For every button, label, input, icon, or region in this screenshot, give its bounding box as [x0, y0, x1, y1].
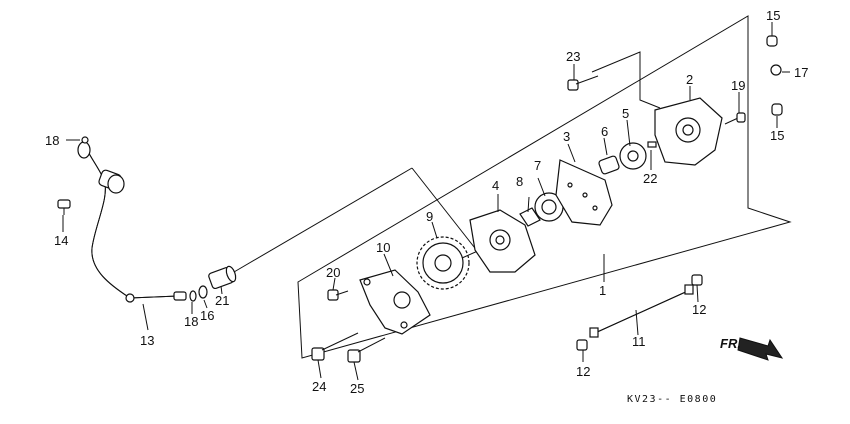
label-1: 1: [599, 283, 606, 298]
pin-22: [647, 141, 657, 148]
bolt-25: [347, 337, 386, 363]
label-18-top: 18: [45, 133, 59, 148]
label-17: 17: [794, 65, 808, 80]
label-23: 23: [566, 49, 580, 64]
bolt-24: [311, 332, 359, 361]
washer-18-bottom: [189, 290, 197, 302]
bolt-23: [567, 75, 599, 91]
leader-box-9: [411, 167, 479, 253]
diagram-code: KV23-- E0800: [627, 394, 717, 405]
label-9: 9: [426, 209, 433, 224]
front-arrow-icon: [737, 337, 784, 361]
leader-lines: [62, 22, 790, 381]
label-19: 19: [731, 78, 745, 93]
label-14: 14: [54, 233, 68, 248]
label-15-bottom: 15: [770, 128, 784, 143]
label-10: 10: [376, 240, 390, 255]
label-4: 4: [492, 178, 499, 193]
washer-18-top: [81, 136, 89, 144]
label-5: 5: [622, 106, 629, 121]
assembly-outline: [297, 15, 792, 359]
front-marker-label: FR.: [720, 336, 741, 351]
label-15-top: 15: [766, 8, 780, 23]
nut-12-top: [691, 274, 703, 286]
label-25: 25: [350, 381, 364, 396]
label-12-top: 12: [692, 302, 706, 317]
plate-3: [555, 159, 613, 226]
label-3: 3: [563, 129, 570, 144]
label-6: 6: [601, 124, 608, 139]
oil-pipe: [77, 141, 187, 303]
bolt-20: [327, 289, 349, 301]
driven-gear-9: [416, 236, 481, 290]
label-11: 11: [632, 334, 646, 349]
nut-12-bottom: [576, 339, 588, 351]
dowel-15-top: [766, 35, 778, 47]
label-16: 16: [200, 308, 214, 323]
label-8: 8: [516, 174, 523, 189]
o-ring-16: [198, 285, 208, 299]
bolt-14: [57, 199, 71, 215]
label-13: 13: [140, 333, 154, 348]
leader-21-box: [233, 167, 413, 273]
label-21: 21: [215, 293, 229, 308]
dowel-21: [208, 265, 237, 290]
o-ring-17: [770, 64, 782, 76]
shaft-6: [598, 155, 620, 175]
label-7: 7: [534, 158, 541, 173]
label-20: 20: [326, 265, 340, 280]
label-12-bottom: 12: [576, 364, 590, 379]
leader-box-top: [591, 51, 661, 109]
label-18-bottom: 18: [184, 314, 198, 329]
rotor-7: [534, 192, 564, 222]
label-24: 24: [312, 379, 326, 394]
label-2: 2: [686, 72, 693, 87]
label-22: 22: [643, 171, 657, 186]
bolt-19: [724, 112, 746, 125]
rotor-5: [619, 142, 647, 170]
dowel-15-bottom: [771, 103, 783, 116]
stud-bolt-11: [589, 284, 694, 338]
